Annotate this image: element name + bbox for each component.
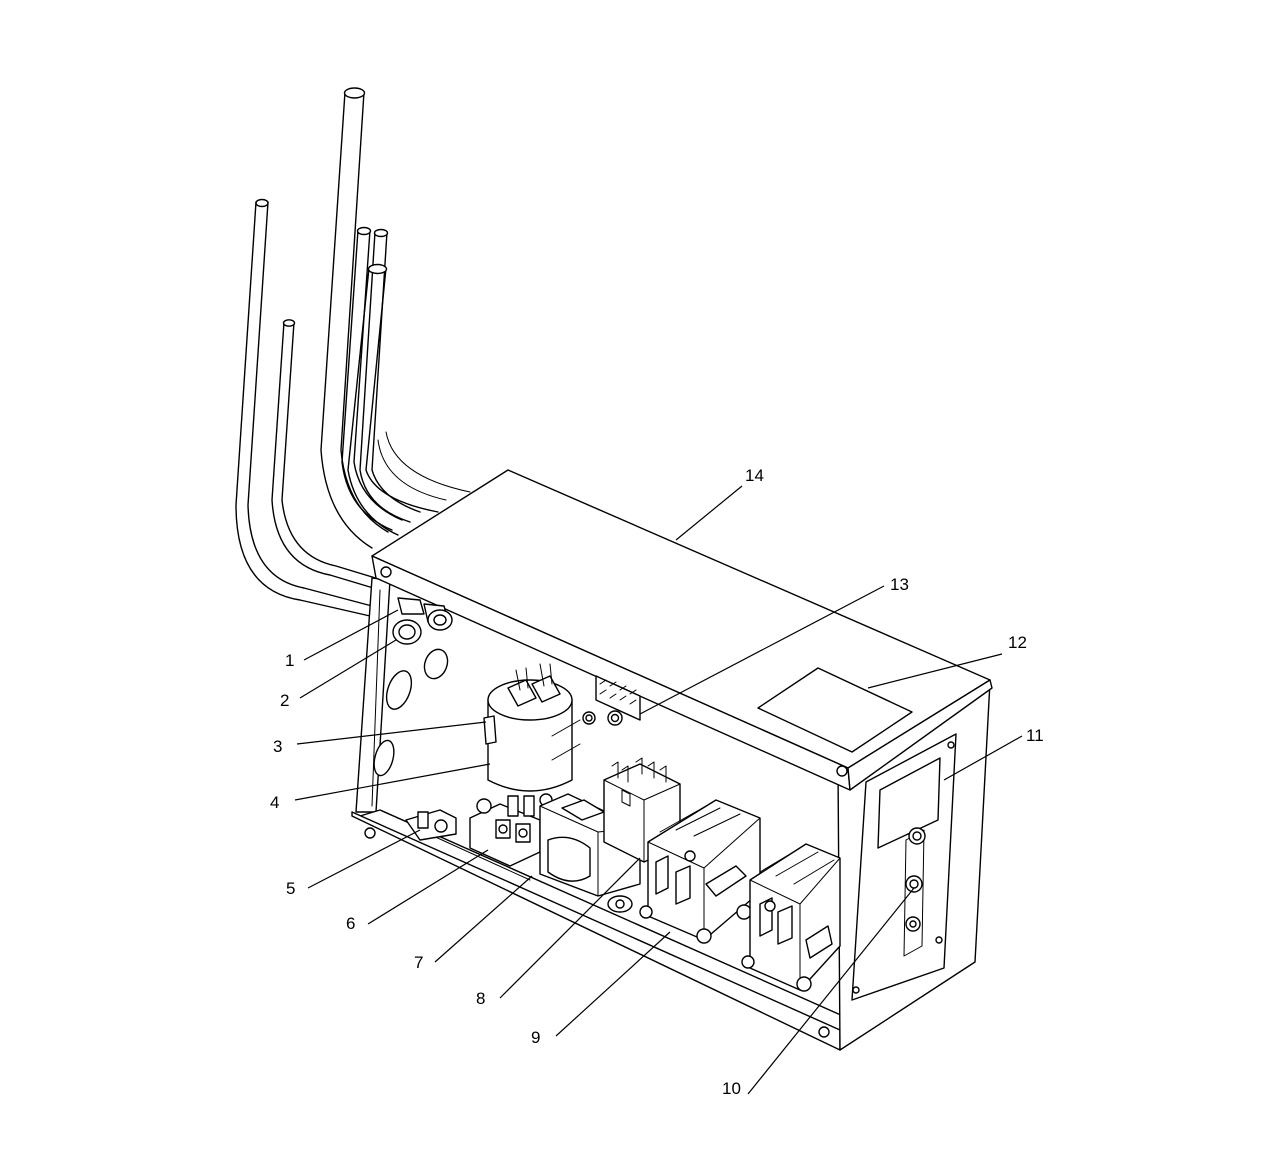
leader-3 bbox=[296, 721, 487, 745]
capacitor bbox=[483, 663, 596, 792]
screw-icon bbox=[818, 1026, 830, 1038]
tubes bbox=[235, 87, 471, 617]
leader-2 bbox=[299, 639, 397, 699]
terminal-block-rear bbox=[595, 675, 641, 726]
leader-5 bbox=[307, 829, 421, 889]
screw-icon bbox=[364, 827, 376, 839]
callout-1: 1 bbox=[285, 651, 294, 670]
knockout-hole bbox=[423, 648, 449, 680]
callout-3: 3 bbox=[273, 737, 282, 756]
callout-6: 6 bbox=[346, 914, 355, 933]
screw-icon bbox=[836, 765, 848, 777]
leader-14 bbox=[675, 485, 743, 541]
knockout-hole bbox=[385, 670, 413, 710]
cable-glands bbox=[392, 597, 453, 645]
callout-12: 12 bbox=[1008, 633, 1027, 652]
callout-14: 14 bbox=[745, 466, 764, 485]
callout-10: 10 bbox=[722, 1079, 741, 1098]
leader-8 bbox=[499, 857, 641, 999]
leader-6 bbox=[367, 849, 489, 925]
leader-9 bbox=[555, 931, 671, 1037]
lid bbox=[371, 469, 991, 769]
knockout-hole bbox=[373, 739, 395, 777]
enclosure bbox=[351, 469, 993, 1051]
leader-10 bbox=[747, 887, 915, 1095]
callout-7: 7 bbox=[414, 953, 423, 972]
leader-11 bbox=[943, 735, 1023, 781]
ground-lug bbox=[405, 809, 457, 841]
callout-8: 8 bbox=[476, 989, 485, 1008]
contactor bbox=[741, 843, 841, 992]
leader-lines bbox=[294, 485, 1023, 1095]
callout-4: 4 bbox=[270, 793, 279, 812]
screw-icon bbox=[380, 566, 392, 578]
callout-13: 13 bbox=[890, 575, 909, 594]
leader-1 bbox=[303, 609, 399, 661]
callout-9: 9 bbox=[531, 1028, 540, 1047]
rating-label bbox=[757, 667, 913, 753]
callout-labels: 1 2 3 4 5 6 7 8 9 10 11 12 13 14 bbox=[270, 466, 1044, 1098]
leader-7 bbox=[434, 875, 533, 963]
side-switches bbox=[903, 827, 926, 957]
leader-12 bbox=[867, 653, 1003, 689]
callout-11: 11 bbox=[1026, 726, 1044, 745]
callout-2: 2 bbox=[280, 691, 289, 710]
leader-4 bbox=[294, 763, 491, 801]
side-label bbox=[877, 757, 941, 849]
leader-13 bbox=[639, 585, 885, 715]
callout-5: 5 bbox=[286, 879, 295, 898]
